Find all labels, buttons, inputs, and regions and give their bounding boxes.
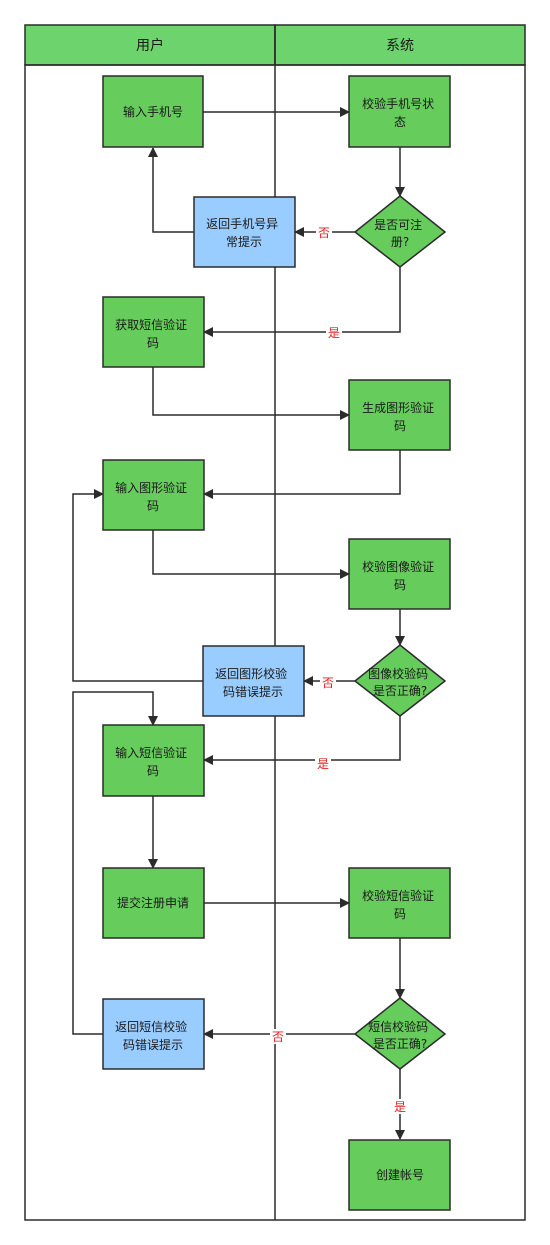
node-input-sms-code-line2: 码 <box>147 764 159 778</box>
node-phone-error-line1: 返回手机号异 <box>206 217 278 231</box>
node-input-graphic-code: 输入图形验证 码 <box>102 459 205 531</box>
svg-text:输入手机号: 输入手机号 <box>123 104 183 119</box>
svg-text:生成图形验证 码: 生成图形验证 码 <box>362 400 438 433</box>
node-input-graphic-code-line1: 输入图形验证 <box>115 480 187 495</box>
edge-input-graphic-to-check-image <box>152 530 350 579</box>
connectors <box>72 107 405 1140</box>
node-get-sms-code-line2: 码 <box>147 336 159 350</box>
swimlane-user: 用户 <box>24 24 276 66</box>
edge-decision1-yes <box>203 267 401 337</box>
svg-text:返回手机号异 常提示: 返回手机号异 常提示 <box>206 217 282 249</box>
node-submit-registration-line1: 提交注册申请 <box>117 895 189 910</box>
svg-text:输入图形验证 码: 输入图形验证 码 <box>115 480 191 513</box>
node-generate-graphic-code-line2: 码 <box>394 419 406 433</box>
edge-label-no-1: 否 <box>318 226 330 240</box>
svg-text:返回短信校验 码错误提示: 返回短信校验 码错误提示 <box>115 1019 191 1052</box>
node-sms-code-error-line2: 码错误提示 <box>123 1037 183 1052</box>
node-check-image-code: 校验图像验证 码 <box>348 538 451 610</box>
edge-label-yes-3: 是 <box>394 1100 406 1114</box>
edge-label-no-3: 否 <box>272 1030 284 1044</box>
node-sms-code-error-line1: 返回短信校验 <box>115 1019 187 1034</box>
node-check-image-code-line2: 码 <box>394 578 406 592</box>
node-graphic-code-error-line2: 码错误提示 <box>223 684 283 699</box>
node-check-phone-status: 校验手机号状 态 <box>348 75 451 148</box>
edge-phone-error-back <box>148 147 194 233</box>
node-check-phone-status-line2: 态 <box>394 115 406 129</box>
decision-sms-code-correct-line1: 短信校验码 <box>368 1019 428 1034</box>
node-check-sms-code: 校验短信验证 码 <box>348 867 451 939</box>
svg-text:图像校验码 是否正确?: 图像校验码 是否正确? <box>368 666 432 698</box>
decision-sms-code-correct-line2: 是否正确? <box>373 1037 427 1051</box>
node-submit-registration: 提交注册申请 <box>102 867 205 939</box>
node-create-account: 创建帐号 <box>348 1139 451 1211</box>
decision-can-register-line2: 册? <box>391 235 409 249</box>
node-input-sms-code-line1: 输入短信验证 <box>115 745 187 760</box>
decision-can-register: 是否可注 册? <box>353 195 447 268</box>
node-graphic-code-error-line1: 返回图形校验 <box>215 666 287 681</box>
svg-text:校验手机号状 态: 校验手机号状 态 <box>362 96 438 129</box>
node-input-graphic-code-line2: 码 <box>147 499 159 513</box>
edge-get-sms-to-gen-graphic <box>152 367 350 420</box>
node-phone-error-line2: 常提示 <box>226 234 262 249</box>
edge-label-yes-2: 是 <box>317 757 329 771</box>
svg-text:返回图形校验 码错误提示: 返回图形校验 码错误提示 <box>215 666 291 699</box>
svg-text:校验短信验证 码: 校验短信验证 码 <box>362 888 438 921</box>
edge-graphic-error-back <box>72 489 203 682</box>
swimlane-system: 系统 <box>274 24 526 66</box>
node-get-sms-code: 获取短信验证 码 <box>102 296 205 368</box>
node-check-image-code-line1: 校验图像验证 <box>362 559 434 574</box>
svg-text:短信校验码 是否正确?: 短信校验码 是否正确? <box>368 1019 432 1051</box>
node-check-sms-code-line1: 校验短信验证 <box>362 888 434 903</box>
node-generate-graphic-code: 生成图形验证 码 <box>348 379 451 451</box>
node-phone-error: 返回手机号异 常提示 <box>193 196 296 268</box>
edge-label-yes-1: 是 <box>328 326 340 340</box>
edge-sms-error-back <box>72 691 158 1035</box>
decision-image-code-correct-line1: 图像校验码 <box>368 666 428 681</box>
decision-sms-code-correct: 短信校验码 是否正确? <box>353 997 447 1070</box>
edge-label-no-2: 否 <box>322 676 334 690</box>
decision-image-code-correct: 图像校验码 是否正确? <box>353 644 447 717</box>
svg-text:获取短信验证 码: 获取短信验证 码 <box>115 317 191 350</box>
lane-title-user: 用户 <box>136 37 164 54</box>
edge-labels: 否 是 否 是 否 是 <box>270 225 408 1114</box>
decision-image-code-correct-line2: 是否正确? <box>373 684 427 698</box>
svg-text:校验图像验证 码: 校验图像验证 码 <box>362 559 438 592</box>
node-input-phone: 输入手机号 <box>102 75 204 148</box>
node-get-sms-code-line1: 获取短信验证 <box>115 317 187 332</box>
svg-text:是否可注 册?: 是否可注 册? <box>374 217 426 249</box>
edge-decision2-yes <box>203 716 401 765</box>
svg-text:提交注册申请: 提交注册申请 <box>117 895 189 910</box>
node-generate-graphic-code-line1: 生成图形验证 <box>362 400 434 415</box>
node-check-phone-status-line1: 校验手机号状 <box>362 96 434 111</box>
node-input-sms-code: 输入短信验证 码 <box>102 724 205 797</box>
node-graphic-code-error: 返回图形校验 码错误提示 <box>202 645 305 717</box>
svg-text:输入短信验证 码: 输入短信验证 码 <box>115 745 191 778</box>
node-create-account-line1: 创建帐号 <box>376 1167 424 1182</box>
node-sms-code-error: 返回短信校验 码错误提示 <box>102 998 205 1070</box>
edge-gen-graphic-to-input-graphic <box>203 450 401 499</box>
node-input-phone-line1: 输入手机号 <box>123 104 183 119</box>
svg-text:创建帐号: 创建帐号 <box>376 1167 424 1182</box>
lane-title-system: 系统 <box>386 38 414 54</box>
decision-can-register-line1: 是否可注 <box>374 217 422 232</box>
node-check-sms-code-line2: 码 <box>394 907 406 921</box>
